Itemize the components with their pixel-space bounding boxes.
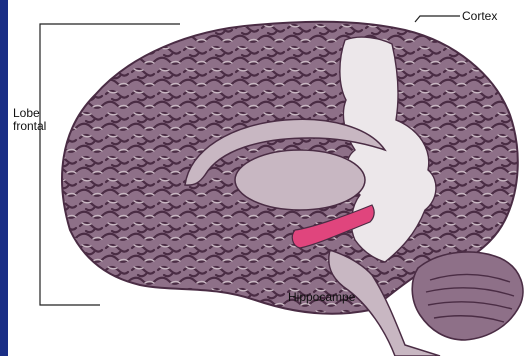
label-frontal-lobe: Lobe frontal — [13, 107, 46, 133]
thalamus — [235, 150, 365, 210]
cerebellum — [412, 252, 523, 340]
label-hippocampus: Hippocampe — [288, 291, 355, 304]
label-cortex: Cortex — [462, 10, 497, 23]
cortex-leader — [415, 16, 460, 22]
